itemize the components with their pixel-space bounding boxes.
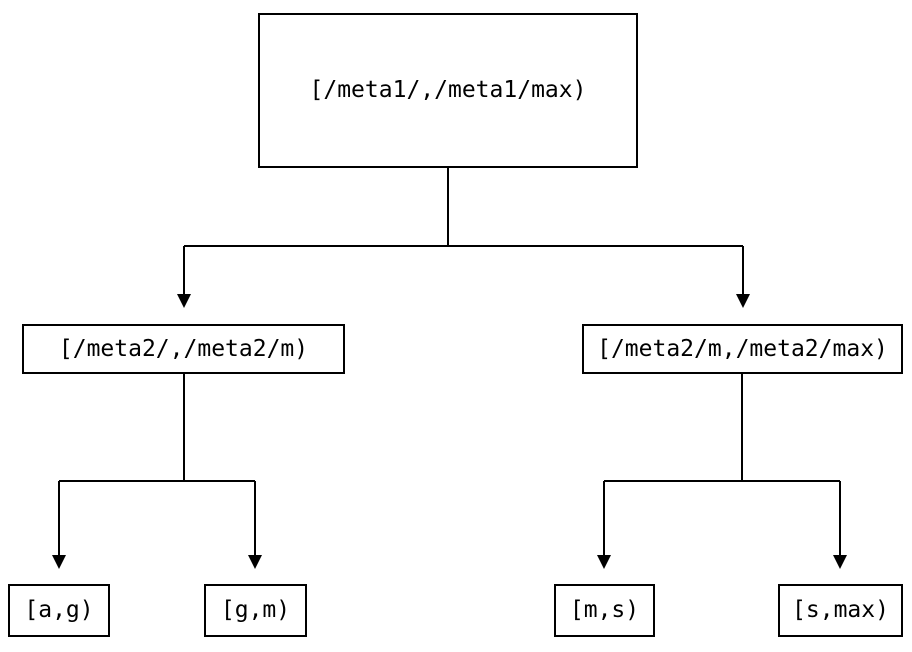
arrowhead-leaf-ms: [597, 555, 611, 569]
arrowhead-leaf-ag: [52, 555, 66, 569]
node-root: [/meta1/,/meta1/max): [258, 13, 638, 168]
node-meta2-high: [/meta2/m,/meta2/max): [582, 324, 903, 374]
node-meta2-low: [/meta2/,/meta2/m): [22, 324, 345, 374]
arrowhead-left-child: [177, 294, 191, 308]
node-leaf-gm: [g,m): [204, 584, 307, 637]
arrowhead-leaf-smax: [833, 555, 847, 569]
arrowhead-leaf-gm: [248, 555, 262, 569]
arrowhead-right-child: [736, 294, 750, 308]
node-leaf-ms: [m,s): [554, 584, 655, 637]
node-leaf-smax: [s,max): [778, 584, 903, 637]
node-leaf-ag: [a,g): [8, 584, 110, 637]
